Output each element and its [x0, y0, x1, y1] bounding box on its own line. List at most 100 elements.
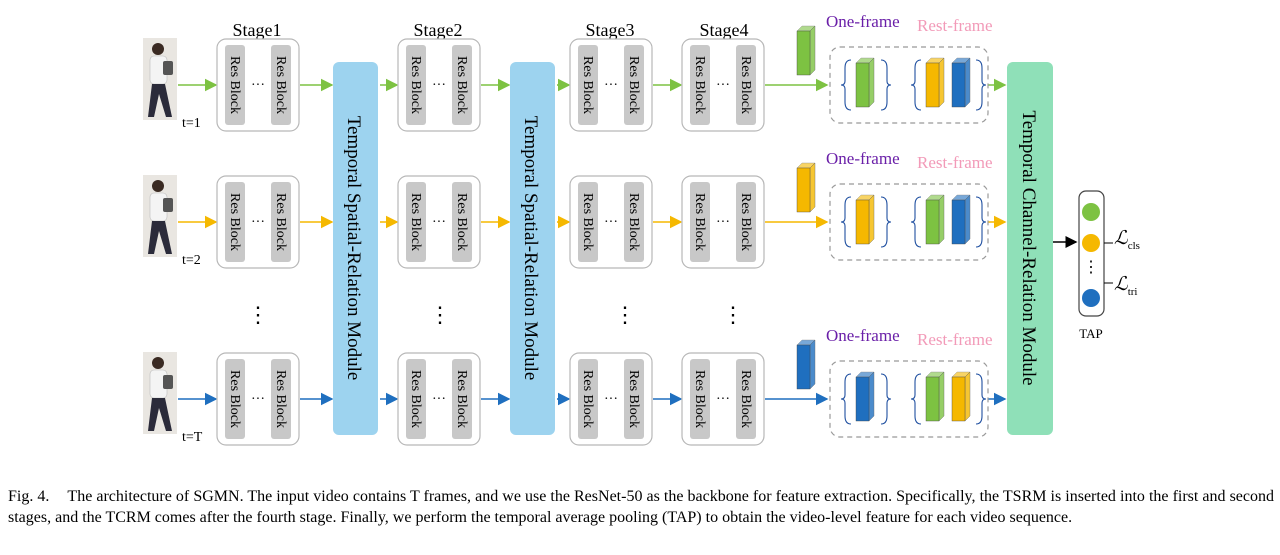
res-block	[452, 45, 472, 125]
rest-frame-feature-cube	[951, 371, 971, 422]
res-block-label: Res Block	[626, 56, 641, 114]
stage-block: Res Block Res Block ···	[681, 352, 765, 446]
frame-split-container	[829, 360, 989, 438]
input-frame-thumbnail	[143, 352, 177, 434]
res-block	[736, 359, 756, 439]
res-block-ellipsis: ···	[432, 392, 446, 407]
res-block-label: Res Block	[738, 370, 753, 428]
rest-frame-label: Rest-frame	[917, 153, 993, 172]
res-block	[578, 359, 598, 439]
rest-frame-bracket-left	[910, 59, 922, 111]
res-block-label: Res Block	[273, 370, 288, 428]
res-block	[225, 45, 245, 125]
rest-frame-feature-cube	[925, 57, 945, 108]
res-block-ellipsis: ···	[716, 78, 730, 93]
res-block-label: Res Block	[454, 56, 469, 114]
one-frame-label: One-frame	[826, 149, 900, 168]
input-frame-thumbnail	[143, 175, 177, 257]
tsrm-module-2-label: Temporal Spatial-Relation Module	[520, 116, 541, 381]
stage-title: Stage2	[414, 20, 463, 40]
res-block-ellipsis: ···	[251, 78, 265, 93]
stage-title: Stage1	[233, 20, 282, 40]
res-block-label: Res Block	[692, 370, 707, 428]
res-block	[578, 182, 598, 262]
stage4-feature-cube	[796, 162, 816, 213]
frame-index-label: t=1	[182, 116, 201, 131]
res-block-ellipsis: ···	[604, 78, 618, 93]
stage-block: Res Block Res Block ···	[216, 175, 300, 269]
stage-block: Res Block Res Block ···	[569, 38, 653, 132]
tap-label: TAP	[1079, 326, 1103, 341]
res-block-ellipsis: ···	[716, 392, 730, 407]
input-frame-thumbnail	[143, 38, 177, 120]
res-block-label: Res Block	[408, 56, 423, 114]
stage4-feature-cube	[796, 339, 816, 390]
res-block	[406, 359, 426, 439]
tcrm-module	[1007, 62, 1053, 435]
res-block-label: Res Block	[227, 193, 242, 251]
res-block-ellipsis: ···	[251, 392, 265, 407]
figure-caption: Fig. 4.The architecture of SGMN. The inp…	[8, 486, 1274, 528]
res-block	[624, 359, 644, 439]
res-block-ellipsis: ···	[251, 215, 265, 230]
res-block	[452, 359, 472, 439]
rest-frame-feature-cube	[951, 194, 971, 245]
one-frame-feature-cube	[855, 194, 875, 245]
caption-label: Fig. 4.	[8, 488, 50, 505]
res-block	[406, 182, 426, 262]
res-block	[271, 45, 291, 125]
res-block-label: Res Block	[273, 193, 288, 251]
res-block-label: Res Block	[454, 370, 469, 428]
res-block-ellipsis: ···	[604, 215, 618, 230]
rest-frame-bracket-right	[975, 373, 987, 425]
res-block	[624, 45, 644, 125]
one-frame-bracket-right	[880, 59, 892, 111]
tap-feature-blue	[1082, 289, 1100, 307]
res-block	[271, 359, 291, 439]
stage-block: Res Block Res Block ···	[681, 38, 765, 132]
res-block	[578, 45, 598, 125]
one-frame-bracket-right	[880, 373, 892, 425]
rest-frame-feature-cube	[951, 57, 971, 108]
rest-frame-bracket-left	[910, 373, 922, 425]
rest-frame-bracket-left	[910, 196, 922, 248]
frame-index-label: t=2	[182, 253, 201, 268]
tap-vertical-dots: ⋮	[1083, 259, 1099, 276]
res-block-ellipsis: ···	[604, 392, 618, 407]
stage-title: Stage4	[700, 20, 749, 40]
res-block-ellipsis: ···	[432, 215, 446, 230]
res-block-label: Res Block	[692, 193, 707, 251]
res-block-label: Res Block	[227, 370, 242, 428]
one-frame-feature-cube	[855, 57, 875, 108]
frame-split-container	[829, 183, 989, 261]
frame-split-container	[829, 46, 989, 124]
res-block-label: Res Block	[227, 56, 242, 114]
tap-feature-green	[1082, 203, 1100, 221]
res-block-label: Res Block	[580, 56, 595, 114]
one-frame-label: One-frame	[826, 326, 900, 345]
res-block	[690, 359, 710, 439]
res-block	[452, 182, 472, 262]
rest-frame-feature-cube	[925, 194, 945, 245]
tcrm-module-label: Temporal Channel-Relation Module	[1018, 110, 1039, 385]
frame-index-label: t=T	[182, 430, 203, 445]
one-frame-label: One-frame	[826, 12, 900, 31]
res-block	[690, 45, 710, 125]
vertical-dots: ⋮	[247, 302, 269, 327]
res-block-ellipsis: ···	[716, 215, 730, 230]
res-block-label: Res Block	[738, 56, 753, 114]
res-block-label: Res Block	[408, 193, 423, 251]
res-block	[406, 45, 426, 125]
res-block-label: Res Block	[692, 56, 707, 114]
res-block-label: Res Block	[626, 370, 641, 428]
res-block	[225, 182, 245, 262]
res-block	[736, 45, 756, 125]
rest-frame-feature-cube	[925, 371, 945, 422]
tap-feature-yellow	[1082, 234, 1100, 252]
